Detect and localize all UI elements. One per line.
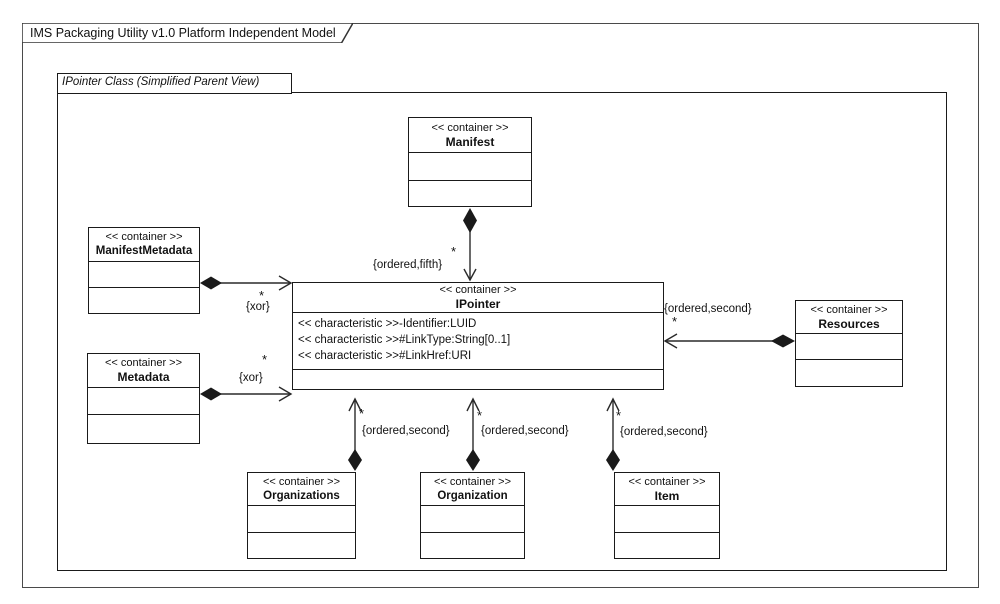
multiplicity-label: * bbox=[477, 408, 483, 423]
open-arrow-icon bbox=[348, 397, 362, 412]
operations-compartment bbox=[88, 415, 199, 443]
attributes-compartment bbox=[421, 506, 524, 533]
class-organizations[interactable]: << container >> Organizations bbox=[247, 472, 356, 559]
class-name: ManifestMetadata bbox=[95, 245, 193, 257]
open-arrow-icon bbox=[278, 386, 293, 402]
attribute-identifier: << characteristic >>-Identifier:LUID bbox=[298, 318, 477, 330]
operations-compartment bbox=[615, 533, 719, 558]
operations-compartment bbox=[89, 288, 199, 313]
operations-compartment bbox=[796, 360, 902, 386]
operations-compartment bbox=[248, 533, 355, 558]
composition-diamond-icon bbox=[606, 449, 620, 471]
multiplicity-label: * bbox=[262, 352, 268, 367]
open-arrow-icon bbox=[606, 397, 620, 412]
stereotype-label: << container >> bbox=[431, 121, 509, 134]
composition-diamond-icon bbox=[348, 449, 362, 471]
edge-item-to-ipointer[interactable] bbox=[606, 397, 620, 471]
class-name: Metadata bbox=[117, 370, 170, 384]
class-name: IPointer bbox=[455, 297, 501, 311]
stereotype-label: << container >> bbox=[104, 357, 183, 369]
class-header: << container >> ManifestMetadata bbox=[89, 228, 199, 262]
edge-organizations-to-ipointer[interactable] bbox=[348, 397, 362, 471]
attribute-linktype: << characteristic >>#LinkType:String[0..… bbox=[298, 334, 511, 346]
stereotype-label: << container >> bbox=[433, 475, 512, 488]
class-header: << container >> IPointer bbox=[293, 283, 663, 313]
class-header: << container >> Item bbox=[615, 473, 719, 506]
composition-diamond-icon bbox=[200, 276, 222, 290]
edge-metadata-to-ipointer[interactable] bbox=[200, 386, 293, 402]
open-arrow-icon bbox=[466, 397, 480, 412]
class-name: Organizations bbox=[263, 489, 340, 502]
edge-resources-to-ipointer[interactable] bbox=[663, 333, 795, 349]
multiplicity-label: * bbox=[259, 288, 265, 303]
class-header: << container >> Manifest bbox=[409, 118, 531, 153]
attribute-linkhref: << characteristic >>#LinkHref:URI bbox=[298, 350, 472, 362]
class-item[interactable]: << container >> Item bbox=[614, 472, 720, 559]
composition-diamond-icon bbox=[466, 449, 480, 471]
class-header: << container >> Organization bbox=[421, 473, 524, 506]
class-metadata[interactable]: << container >> Metadata bbox=[87, 353, 200, 444]
class-resources[interactable]: << container >> Resources bbox=[795, 300, 903, 387]
constraint-label-ordered-second: {ordered,second} bbox=[481, 425, 569, 437]
stereotype-label: << container >> bbox=[439, 284, 517, 296]
class-name: Organization bbox=[437, 489, 508, 502]
class-name: Manifest bbox=[445, 134, 495, 149]
constraint-label-ordered-second: {ordered,second} bbox=[620, 426, 708, 438]
open-arrow-icon bbox=[278, 275, 293, 291]
operations-compartment bbox=[293, 370, 663, 389]
class-ipointer[interactable]: << container >> IPointer << characterist… bbox=[292, 282, 664, 390]
multiplicity-label: * bbox=[451, 244, 457, 259]
edge-manifest-to-ipointer[interactable] bbox=[463, 208, 477, 282]
attributes-compartment bbox=[248, 506, 355, 533]
attributes-compartment bbox=[409, 153, 531, 181]
stereotype-label: << container >> bbox=[105, 231, 183, 243]
edge-organization-to-ipointer[interactable] bbox=[466, 397, 480, 471]
class-name: Resources bbox=[818, 316, 880, 331]
edge-manifestmetadata-to-ipointer[interactable] bbox=[200, 275, 293, 291]
inner-frame-title: IPointer Class (Simplified Parent View) bbox=[62, 76, 260, 88]
composition-diamond-icon bbox=[463, 208, 477, 233]
class-manifestmetadata[interactable]: << container >> ManifestMetadata bbox=[88, 227, 200, 314]
constraint-label-ordered-fifth: {ordered,fifth} bbox=[373, 259, 443, 271]
attributes-compartment bbox=[88, 388, 199, 415]
stereotype-label: << container >> bbox=[262, 475, 341, 488]
class-header: << container >> Resources bbox=[796, 301, 902, 334]
stereotype-label: << container >> bbox=[628, 475, 706, 488]
multiplicity-label: * bbox=[616, 408, 622, 423]
attributes-compartment bbox=[615, 506, 719, 533]
constraint-label-xor: {xor} bbox=[246, 301, 270, 313]
constraint-label-xor: {xor} bbox=[239, 372, 263, 384]
open-arrow-icon bbox=[463, 268, 477, 282]
class-name: Item bbox=[654, 488, 680, 503]
attributes-compartment bbox=[89, 262, 199, 288]
class-manifest[interactable]: << container >> Manifest bbox=[408, 117, 532, 207]
inner-frame-title-tab bbox=[57, 73, 292, 94]
class-header: << container >> Organizations bbox=[248, 473, 355, 506]
class-header: << container >> Metadata bbox=[88, 354, 199, 388]
composition-diamond-icon bbox=[200, 387, 222, 401]
open-arrow-icon bbox=[663, 333, 678, 349]
operations-compartment bbox=[409, 181, 531, 206]
operations-compartment bbox=[421, 533, 524, 558]
constraint-label-ordered-second: {ordered,second} bbox=[362, 425, 450, 437]
attributes-compartment bbox=[796, 334, 902, 360]
class-organization[interactable]: << container >> Organization bbox=[420, 472, 525, 559]
stereotype-label: << container >> bbox=[810, 303, 888, 316]
frame-title: IMS Packaging Utility v1.0 Platform Inde… bbox=[30, 26, 336, 40]
composition-diamond-icon bbox=[771, 334, 795, 348]
multiplicity-label: * bbox=[672, 314, 678, 329]
multiplicity-label: * bbox=[359, 406, 365, 421]
constraint-label-ordered-second: {ordered,second} bbox=[664, 303, 752, 315]
attributes-compartment: << characteristic >>-Identifier:LUID << … bbox=[293, 313, 663, 370]
